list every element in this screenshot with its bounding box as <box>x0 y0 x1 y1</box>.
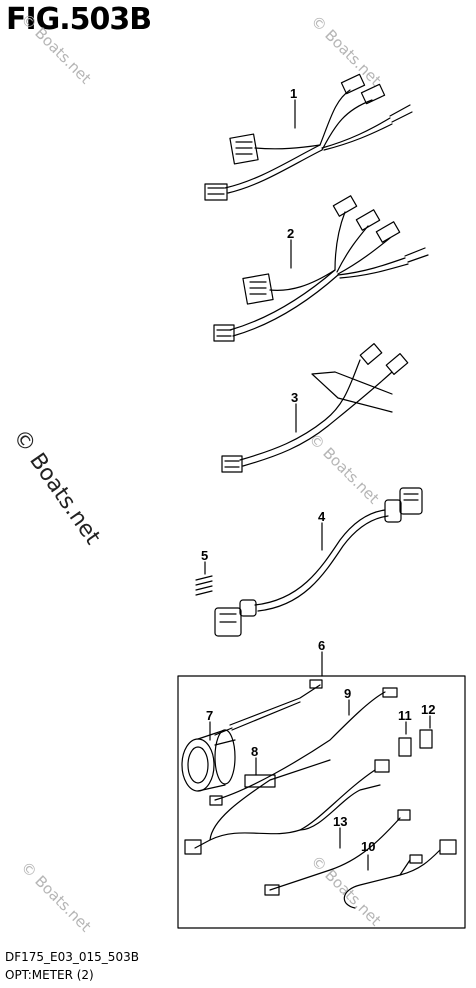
figure-caption: OPT:METER (2) <box>5 968 94 982</box>
model-code: DF175_E03_015_503B <box>5 950 139 964</box>
callout-6: 6 <box>318 638 325 653</box>
callout-4: 4 <box>318 509 326 524</box>
callout-8: 8 <box>251 744 258 759</box>
harness-2 <box>213 195 429 342</box>
harness-3 <box>221 343 409 473</box>
callout-7: 7 <box>206 708 213 723</box>
callout-5: 5 <box>201 548 208 563</box>
harness-4 <box>214 487 423 637</box>
callout-2: 2 <box>287 226 294 241</box>
callout-1: 1 <box>290 86 297 101</box>
callouts: 1 2 3 4 5 6 7 8 9 10 11 12 13 <box>201 86 435 854</box>
callout-3: 3 <box>291 390 298 405</box>
kit-box-6 <box>177 651 466 929</box>
callout-9: 9 <box>344 686 351 701</box>
callout-13: 13 <box>333 814 347 829</box>
spring-5 <box>195 561 213 596</box>
callout-10: 10 <box>361 839 375 854</box>
callout-12: 12 <box>421 702 435 717</box>
harness-1 <box>204 73 413 201</box>
figure-title: FIG.503B <box>6 2 152 37</box>
callout-11: 11 <box>398 708 412 723</box>
